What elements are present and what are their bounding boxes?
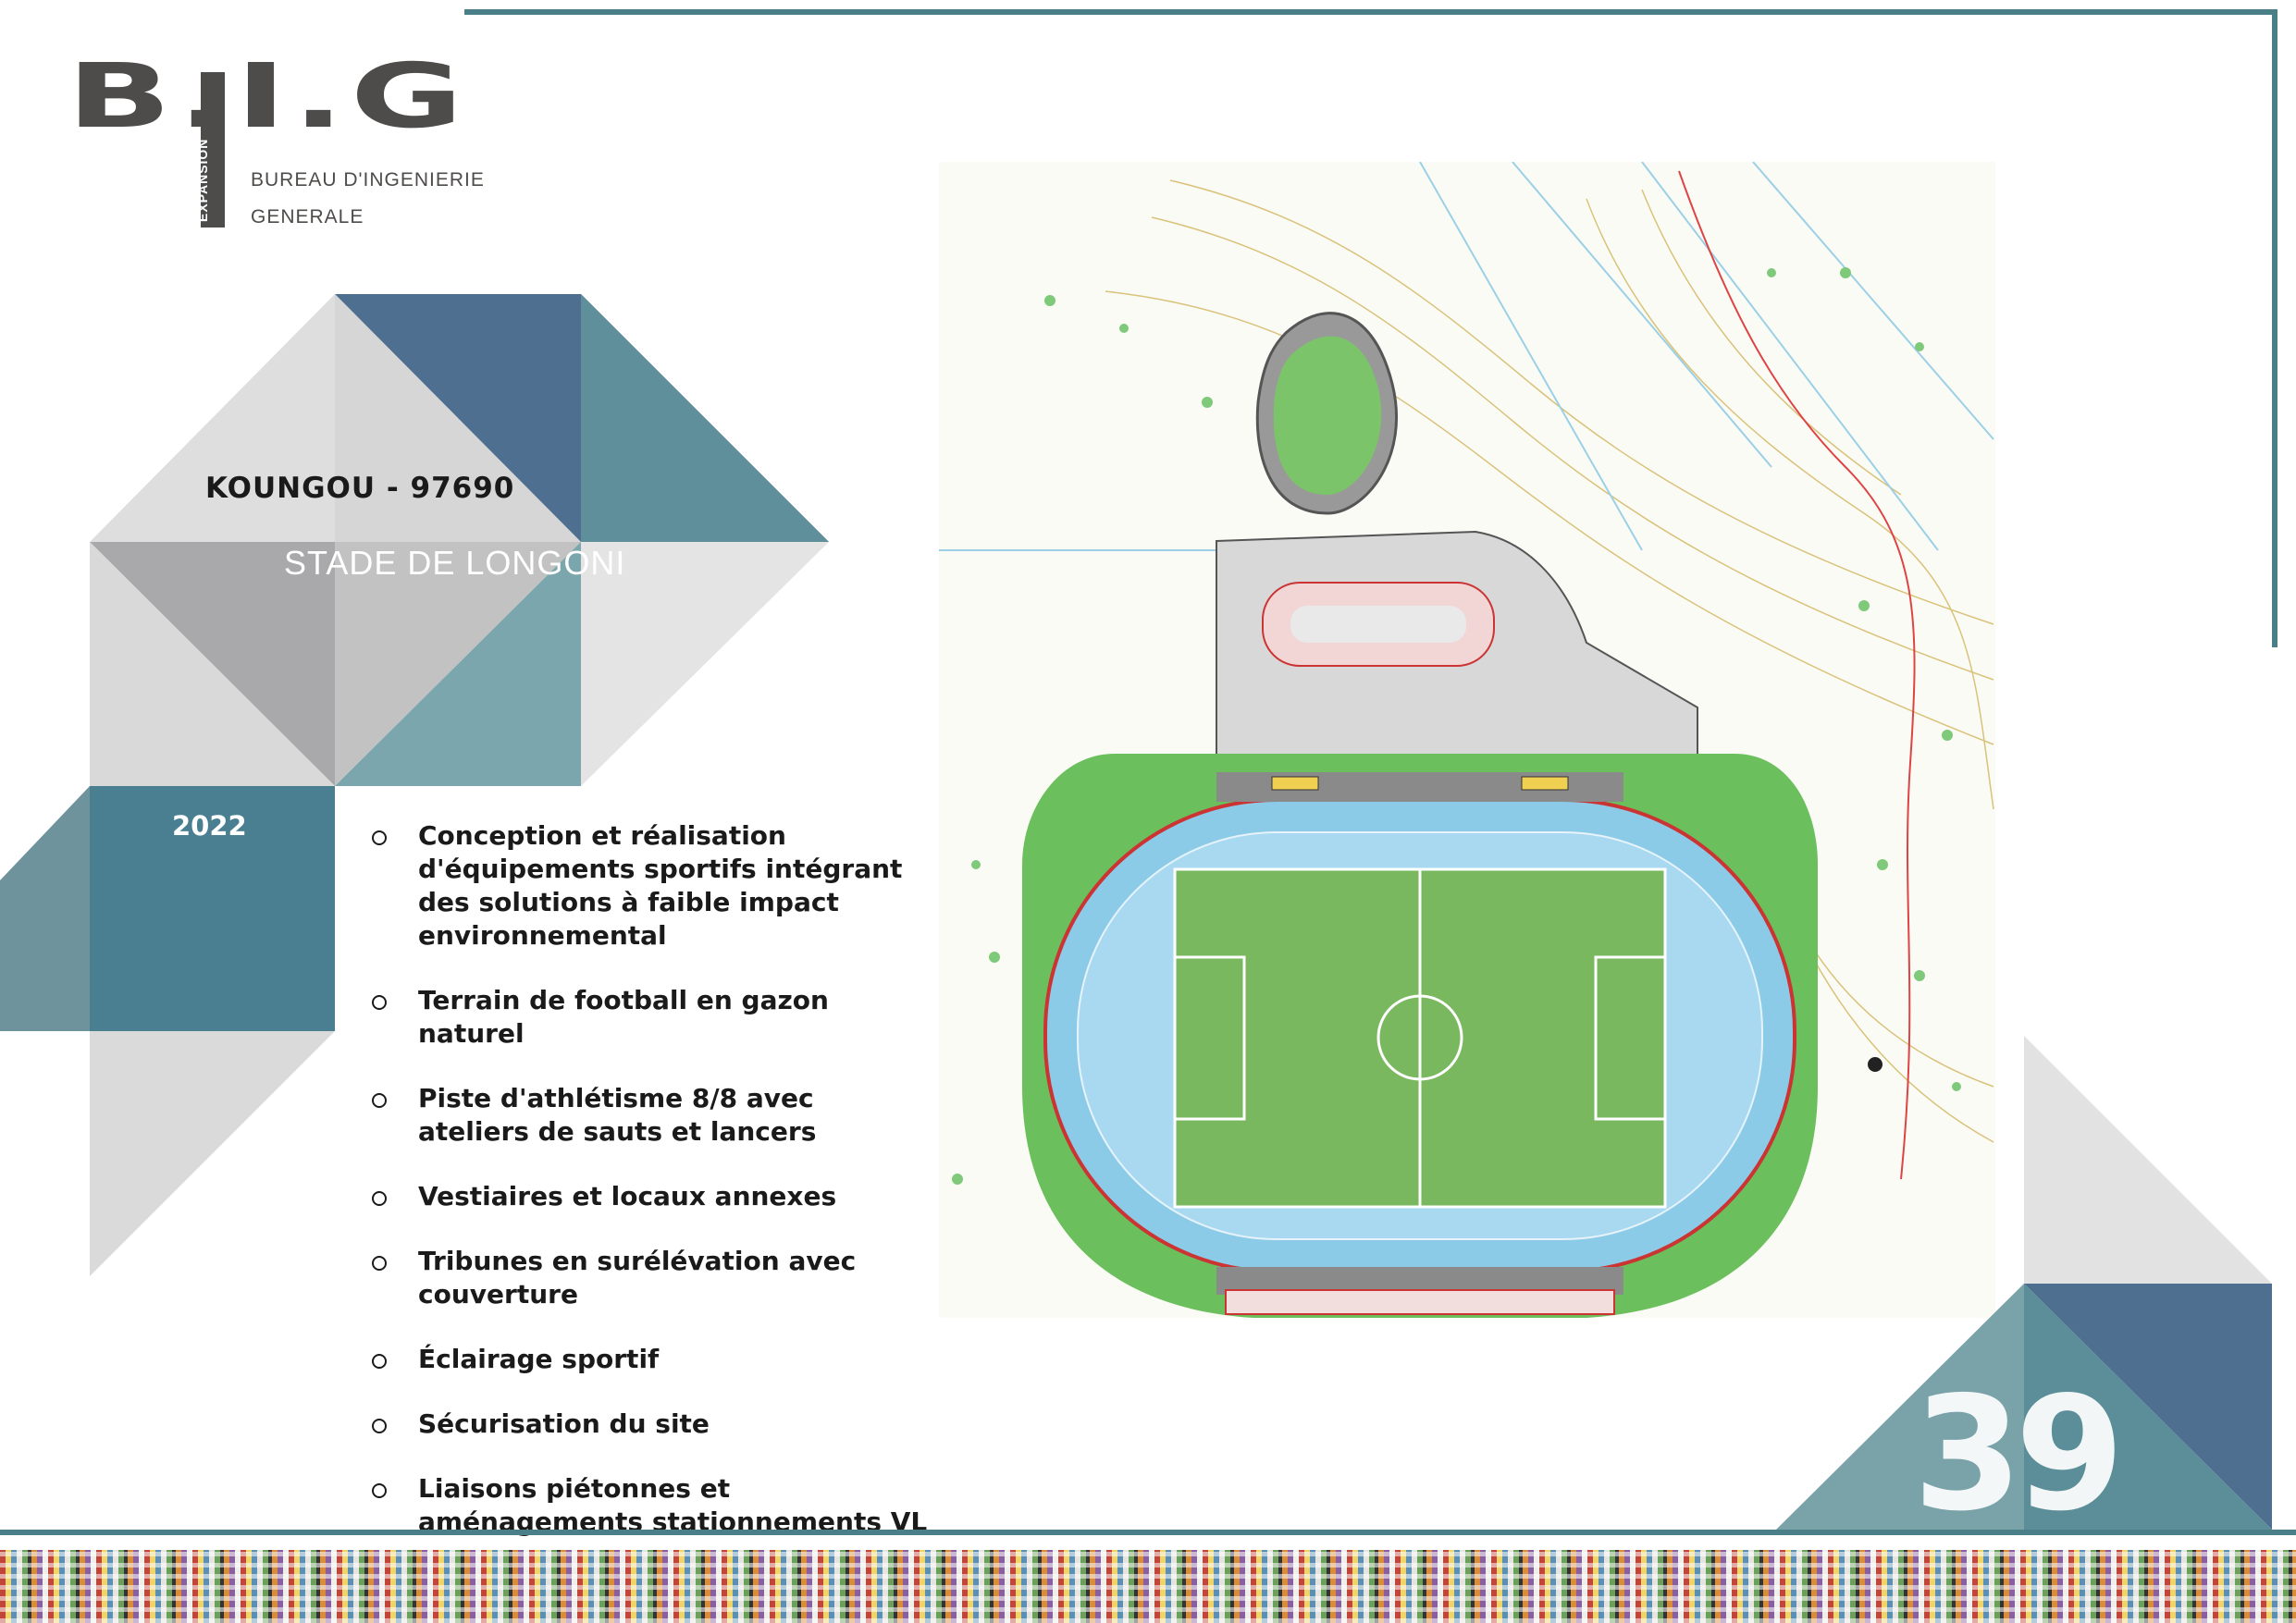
frame-right-line xyxy=(2272,9,2277,647)
bullet-icon xyxy=(372,1191,387,1206)
list-item: Terrain de football en gazon naturel xyxy=(364,984,929,1051)
company-logo: B.I.G EXPANSION BUREAU D'INGENIERIE GENE… xyxy=(67,44,548,234)
footer-strip-texture xyxy=(0,1550,2296,1623)
frame-bottom-line xyxy=(0,1530,2296,1535)
project-location: KOUNGOU - 97690 xyxy=(205,472,515,505)
bullet-icon xyxy=(372,995,387,1010)
feature-list: Conception et réalisation d'équipements … xyxy=(364,819,929,1570)
bullet-icon xyxy=(372,1093,387,1108)
logo-vertical-text: EXPANSION xyxy=(195,138,210,222)
geometric-decoration xyxy=(0,294,829,1276)
logo-mark: B.I.G xyxy=(67,44,469,148)
frame-top-line xyxy=(464,9,2277,15)
page-number: 39 xyxy=(1913,1363,2125,1546)
bullet-icon xyxy=(372,1354,387,1369)
logo-bar xyxy=(201,72,225,227)
list-item: Sécurisation du site xyxy=(364,1408,929,1441)
corner-decoration xyxy=(1776,1036,2272,1530)
bullet-icon xyxy=(372,1419,387,1433)
bullet-icon xyxy=(372,1256,387,1271)
bullet-icon xyxy=(372,830,387,845)
list-item: Éclairage sportif xyxy=(364,1343,929,1376)
project-year: 2022 xyxy=(172,810,247,842)
list-item: Piste d'athlétisme 8/8 avec ateliers de … xyxy=(364,1082,929,1149)
logo-line-2: GENERALE xyxy=(251,206,364,227)
stadium-site-plan xyxy=(939,162,1995,1318)
project-title: STADE DE LONGONI xyxy=(284,544,626,582)
bullet-icon xyxy=(372,1483,387,1498)
list-item: Vestiaires et locaux annexes xyxy=(364,1180,929,1213)
logo-line-1: BUREAU D'INGENIERIE xyxy=(251,169,485,191)
list-item: Tribunes en surélévation avec couverture xyxy=(364,1245,929,1311)
list-item: Conception et réalisation d'équipements … xyxy=(364,819,929,953)
